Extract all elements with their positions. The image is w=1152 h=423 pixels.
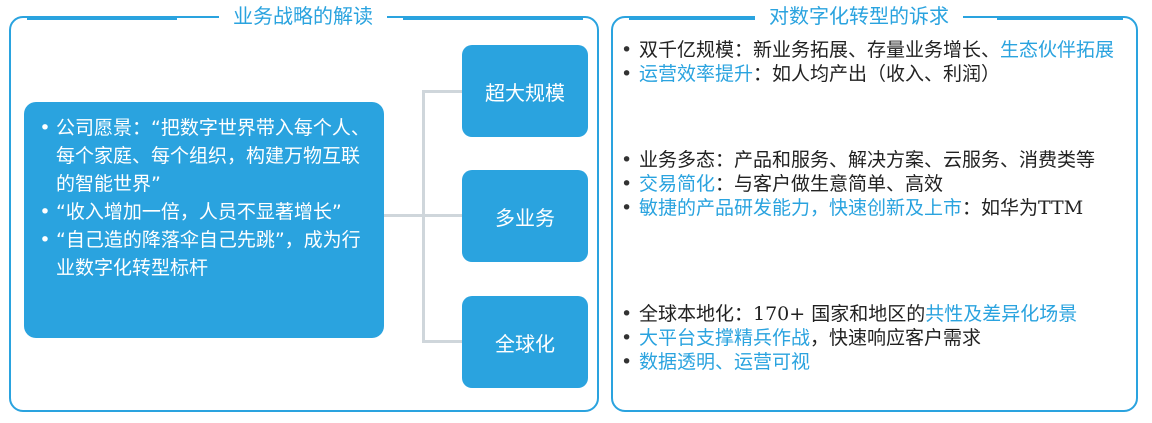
connector-main	[384, 214, 424, 217]
vision-item: •“收入增加一倍，人员不显著增长”	[34, 198, 374, 226]
requirement-text-rest: ：如人均产出（收入、利润）	[753, 63, 1001, 85]
goal-box-globalization: 全球化	[462, 296, 588, 388]
requirement-item: •双千亿规模：新业务拓展、存量业务增长、生态伙伴拓展	[621, 39, 1115, 61]
vision-item-text: “自己造的降落伞自己先跳”，成为行业数字化转型标杆	[56, 229, 361, 279]
requirement-item: •业务多态：产品和服务、解决方案、云服务、消费类等	[621, 149, 1096, 171]
title-divider-left	[27, 18, 177, 20]
title-divider-left	[629, 18, 755, 20]
vision-item: •公司愿景：“把数字世界带入每个人、每个家庭、每个组织，构建万物互联的智能世界”	[34, 114, 374, 198]
vision-item: •“自己造的降落伞自己先跳”，成为行业数字化转型标杆	[34, 226, 374, 282]
requirement-highlight: 共性及差异化场景	[925, 303, 1078, 325]
strategy-interpretation-panel: 业务战略的解读 •公司愿景：“把数字世界带入每个人、每个家庭、每个组织，构建万物…	[9, 2, 599, 412]
requirement-item: •全球本地化：170+ 国家和地区的共性及差异化场景	[621, 303, 1078, 325]
vision-item-text: 公司愿景：“把数字世界带入每个人、每个家庭、每个组织，构建万物互联的智能世界”	[56, 117, 370, 195]
goal-box-scale: 超大规模	[462, 45, 588, 137]
requirement-item: •交易简化：与客户做生意简单、高效	[621, 173, 944, 195]
requirement-text: 业务多态：产品和服务、解决方案、云服务、消费类等	[639, 149, 1096, 171]
requirement-text-rest: ：与客户做生意简单、高效	[715, 173, 944, 195]
requirement-highlight: 敏捷的产品研发能力，快速创新及上市	[639, 197, 963, 219]
requirement-highlight: 大平台支撑精兵作战	[639, 327, 811, 349]
title-divider-right	[403, 18, 583, 20]
requirement-group-multi-business: •业务多态：产品和服务、解决方案、云服务、消费类等 •交易简化：与客户做生意简单…	[621, 148, 1131, 220]
requirement-group-globalization: •全球本地化：170+ 国家和地区的共性及差异化场景 •大平台支撑精兵作战，快速…	[621, 302, 1131, 374]
title-divider-right	[997, 18, 1123, 20]
requirement-highlight: 数据透明、运营可视	[639, 351, 811, 373]
company-vision-box: •公司愿景：“把数字世界带入每个人、每个家庭、每个组织，构建万物互联的智能世界”…	[24, 102, 384, 338]
requirement-item: •敏捷的产品研发能力，快速创新及上市：如华为TTM	[621, 197, 1084, 219]
demands-panel-title: 对数字化转型的诉求	[755, 2, 963, 30]
transformation-demands-panel: 对数字化转型的诉求 •双千亿规模：新业务拓展、存量业务增长、生态伙伴拓展 •运营…	[611, 2, 1138, 412]
goal-box-multi-business: 多业务	[462, 170, 588, 262]
vision-item-text: “收入增加一倍，人员不显著增长”	[56, 201, 342, 223]
requirement-item: •大平台支撑精兵作战，快速响应客户需求	[621, 327, 982, 349]
requirement-highlight: 生态伙伴拓展	[1000, 39, 1115, 61]
requirement-item: •运营效率提升：如人均产出（收入、利润）	[621, 63, 1001, 85]
requirement-text-rest: ，快速响应客户需求	[810, 327, 982, 349]
requirement-text: 全球本地化：170+ 国家和地区的	[639, 303, 926, 325]
requirement-highlight: 交易简化	[639, 173, 716, 195]
connector-branch-top	[422, 90, 462, 93]
requirement-highlight: 运营效率提升	[639, 63, 754, 85]
requirement-text-rest: ：如华为TTM	[962, 197, 1084, 219]
connector-branch-bottom	[422, 340, 462, 343]
connector-branch-middle	[422, 214, 462, 217]
requirement-group-scale: •双千亿规模：新业务拓展、存量业务增长、生态伙伴拓展 •运营效率提升：如人均产出…	[621, 38, 1131, 86]
requirement-item: •数据透明、运营可视	[621, 351, 811, 373]
requirement-text: 双千亿规模：新业务拓展、存量业务增长、	[639, 39, 1001, 61]
strategy-panel-title: 业务战略的解读	[219, 2, 387, 30]
